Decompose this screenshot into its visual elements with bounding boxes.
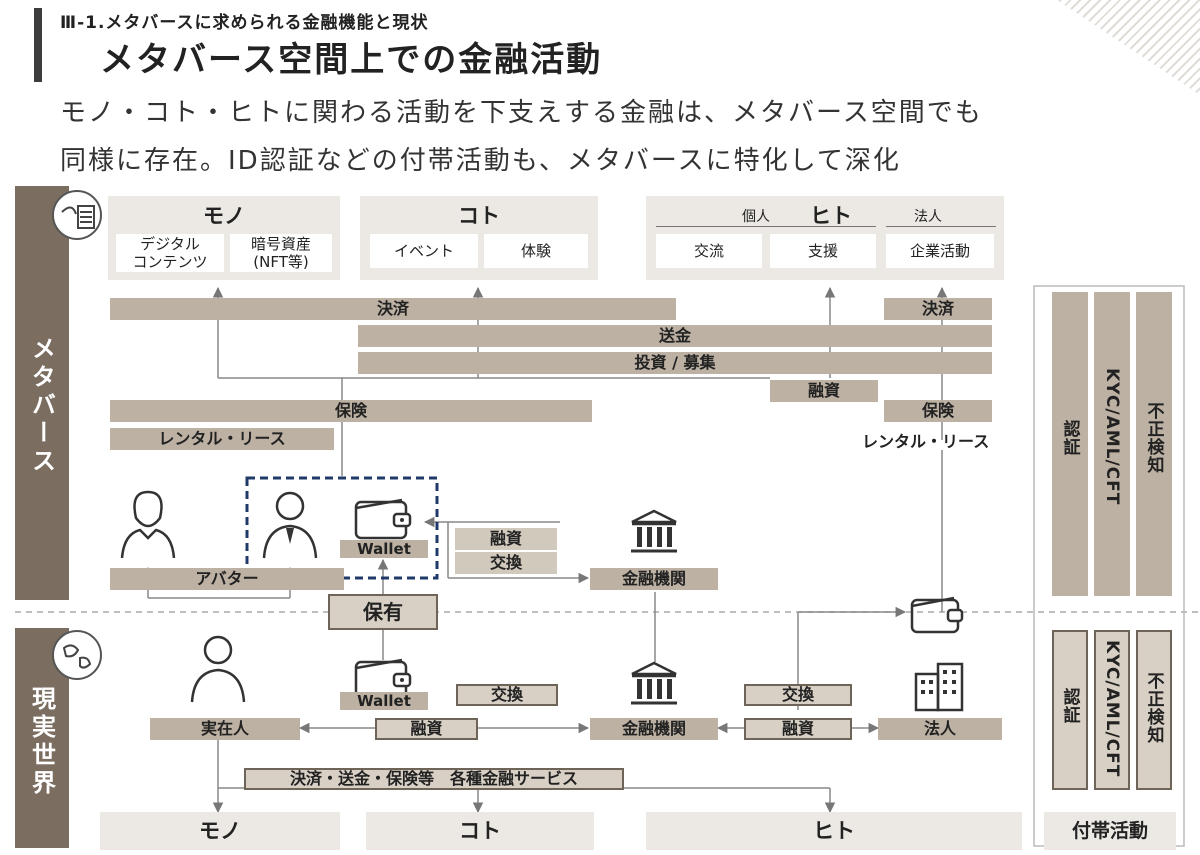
real-loan-tag-left: 融資 [375, 718, 478, 740]
bottom-mono: モノ [100, 812, 340, 850]
real-loan-tag-right: 融資 [744, 718, 852, 740]
panel-koto: コト イベント 体験 [360, 196, 598, 280]
panel-hito-title: ヒト [810, 204, 852, 228]
ancillary-real-fraud: 不正検知 [1136, 630, 1172, 790]
ancillary-metaverse-fraud-label: 不正検知 [1143, 402, 1164, 474]
label-rental-right: レンタル・リース [862, 432, 990, 451]
cell-event: イベント [370, 234, 478, 268]
ancillary-metaverse-kyc-label: KYC/AML/CFT [1102, 368, 1122, 506]
real-exchange-tag-left: 交換 [456, 684, 558, 706]
server-globe-icon [52, 190, 102, 240]
ancillary-metaverse-fraud: 不正検知 [1136, 292, 1172, 596]
cell-support: 支援 [770, 234, 876, 268]
wallet-icon-metaverse [352, 496, 414, 540]
bottom-koto: コト [366, 812, 594, 850]
ancillary-real-fraud-label: 不正検知 [1143, 672, 1164, 744]
avatar-bar: アバター [110, 568, 344, 590]
section-label: Ⅲ-1.メタバースに求められる金融機能と現状 [60, 13, 429, 33]
wallet-icon-corporate [908, 594, 966, 636]
bank-icon-metaverse [628, 508, 680, 556]
real-world-label: 現実世界 [27, 686, 56, 798]
financial-institution-metaverse: 金融機関 [590, 568, 718, 590]
hito-corporate-label: 法人 [914, 209, 942, 225]
panel-koto-title: コト [458, 204, 500, 228]
cell-corporate-activity: 企業活動 [886, 234, 994, 268]
bar-rental-left: レンタル・リース [110, 428, 334, 450]
bar-payment-left: 決済 [110, 298, 676, 320]
cell-crypto-assets: 暗号資産 (NFT等) [230, 234, 332, 272]
metaverse-band: メタバース [15, 186, 69, 600]
ancillary-metaverse-kyc: KYC/AML/CFT [1094, 292, 1130, 596]
financial-institution-real: 金融機関 [590, 718, 718, 740]
panel-mono-title: モノ [203, 204, 245, 228]
real-person-bar: 実在人 [150, 718, 300, 740]
building-icon [912, 660, 968, 712]
female-avatar-icon [118, 488, 178, 560]
hito-individual-label: 個人 [742, 209, 770, 225]
bar-remittance: 送金 [358, 325, 992, 347]
metaverse-exchange-tag: 交換 [455, 552, 557, 574]
page-title: メタバース空間上での金融活動 [100, 40, 603, 80]
subtitle-line-2: 同様に存在。ID認証などの付帯活動も、メタバースに特化して深化 [60, 146, 901, 176]
ancillary-metaverse-auth: 認証 [1052, 292, 1088, 596]
wallet-label-metaverse: Wallet [340, 540, 428, 558]
hito-corporate-rule [886, 226, 996, 227]
bar-insurance-right: 保険 [884, 400, 992, 422]
male-avatar-icon [258, 488, 322, 560]
hito-individual-rule [656, 226, 876, 227]
cell-digital-contents: デジタル コンテンツ [116, 234, 224, 272]
cell-exchange: 交流 [656, 234, 762, 268]
real-exchange-tag-right: 交換 [744, 684, 852, 706]
bar-payment-right: 決済 [884, 298, 992, 320]
ancillary-metaverse-auth-label: 認証 [1059, 420, 1080, 456]
ancillary-real-auth-label: 認証 [1059, 688, 1080, 724]
metaverse-loan-tag: 融資 [455, 528, 557, 550]
cell-experience: 体験 [484, 234, 588, 268]
subtitle-line-1: モノ・コト・ヒトに関わる活動を下支えする金融は、メタバース空間でも [60, 98, 983, 128]
bar-investment: 投資 / 募集 [358, 352, 992, 374]
bottom-hito: ヒト [646, 812, 1022, 850]
bank-icon-real [628, 660, 680, 708]
bar-insurance-left: 保険 [110, 400, 592, 422]
metaverse-label: メタバース [27, 336, 56, 476]
world-globe-icon [52, 630, 102, 680]
financial-services-bar: 決済・送金・保険等 各種金融サービス [244, 768, 624, 790]
corporation-bar: 法人 [878, 718, 1002, 740]
holding-box: 保有 [328, 594, 438, 630]
ancillary-real-kyc: KYC/AML/CFT [1094, 630, 1130, 790]
header-accent-bar [34, 8, 42, 82]
bar-loan-metaverse: 融資 [770, 380, 878, 402]
ancillary-real-auth: 認証 [1052, 630, 1088, 790]
panel-mono: モノ デジタル コンテンツ 暗号資産 (NFT等) [108, 196, 340, 280]
ancillary-real-kyc-label: KYC/AML/CFT [1102, 640, 1122, 778]
person-icon [188, 632, 248, 704]
panel-hito: 個人 ヒト 法人 交流 支援 企業活動 [646, 196, 1004, 280]
wallet-label-real: Wallet [340, 692, 428, 710]
ancillary-label: 付帯活動 [1044, 812, 1176, 850]
